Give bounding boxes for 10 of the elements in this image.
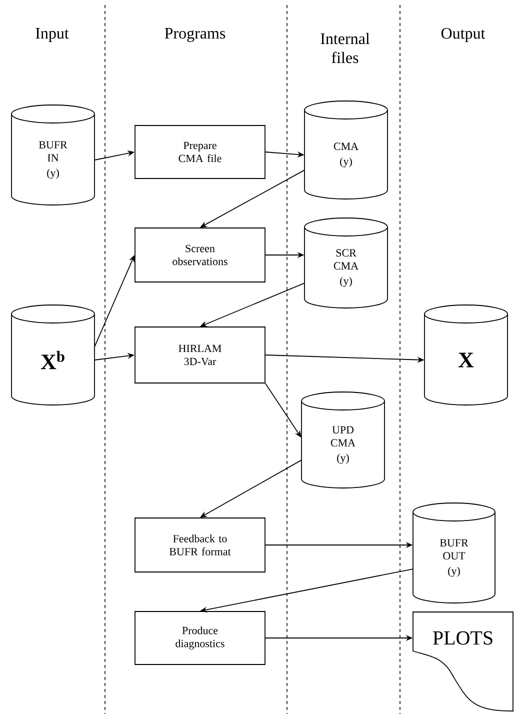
file-cylinder: X (424, 304, 508, 406)
column-header: Input (36, 28, 69, 42)
column-header: Output (441, 28, 486, 42)
process-box: Prepare CMA file (134, 125, 266, 179)
column-header: Programs (164, 28, 226, 42)
process-box: Produce diagnostics (134, 611, 266, 665)
process-box: Screen observations (134, 228, 266, 282)
column-header: Internal files (320, 32, 370, 64)
process-box: Feedback to BUFR format (134, 518, 266, 572)
process-box: HIRLAM 3D-Var (134, 326, 266, 384)
